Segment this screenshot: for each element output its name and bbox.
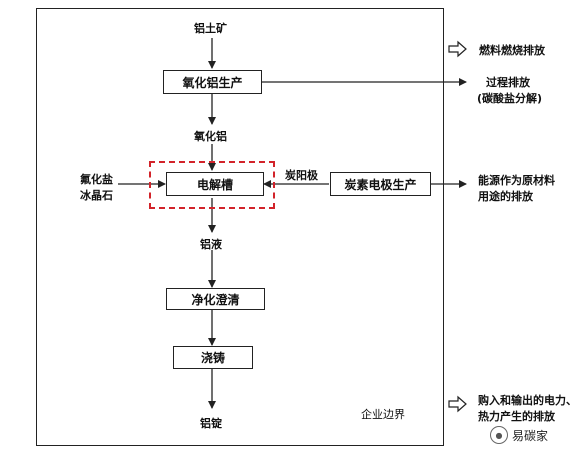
process-emission-label: 过程排放: [486, 76, 530, 89]
liquid-aluminum-label: 铝液: [200, 238, 222, 251]
alumina-label: 氧化铝: [194, 130, 227, 143]
cryolite-label: 冰晶石: [80, 189, 113, 202]
casting-box: 浇铸: [173, 346, 253, 369]
anode-label: 炭阳极: [285, 169, 318, 182]
bauxite-label: 铝土矿: [194, 22, 227, 35]
carbon-electrode-box: 炭素电极生产: [330, 172, 431, 196]
ingot-label: 铝锭: [200, 417, 222, 430]
alumina-production-box: 氧化铝生产: [163, 70, 262, 94]
fuel-emission-label: 燃料燃烧排放: [479, 44, 545, 57]
fluoride-label: 氟化盐: [80, 173, 113, 186]
wechat-icon: ●: [490, 426, 508, 444]
watermark-text: 易碳家: [512, 428, 549, 443]
feedstock-emission-label-2: 用途的排放: [478, 190, 533, 203]
process-emission-note: (碳酸盐分解): [477, 92, 543, 105]
feedstock-emission-label: 能源作为原材料: [478, 174, 555, 187]
boundary-label: 企业边界: [361, 408, 405, 421]
enterprise-boundary: [36, 8, 444, 446]
watermark: ● 易碳家: [490, 426, 548, 444]
electrolysis-highlight: [149, 161, 275, 209]
purification-box: 净化澄清: [166, 288, 265, 310]
electrolysis-cell-box: 电解槽: [166, 172, 264, 196]
power-emission-label-2: 热力产生的排放: [478, 410, 555, 423]
power-emission-label: 购入和输出的电力、: [478, 394, 577, 407]
